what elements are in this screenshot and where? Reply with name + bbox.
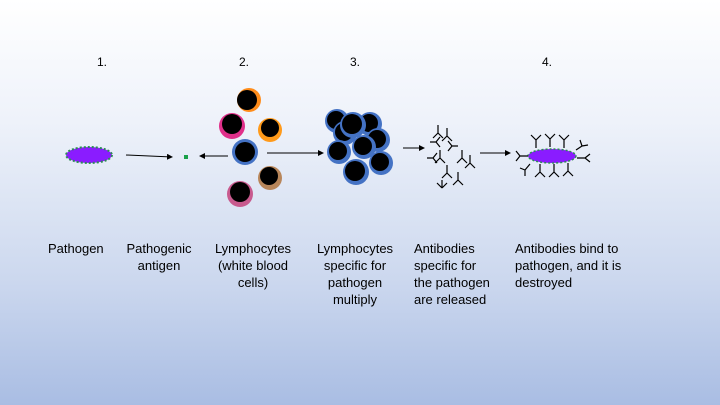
- step-3-number: 3.: [349, 55, 360, 69]
- caption-lymphocytes: Lymphocytes (white blood cells): [214, 241, 292, 290]
- lymphocyte-cell-pink: [227, 181, 253, 207]
- caption-multiply: Lymphocytes specific for pathogen multip…: [316, 241, 394, 307]
- pathogen-icon: [65, 146, 113, 164]
- antigen-icon: [184, 155, 188, 159]
- lymphocyte-cluster-multiplied: [325, 109, 393, 185]
- lymphocyte-cluster-varied: [219, 88, 282, 207]
- arrow-pathogen-to-antigen: [125, 153, 173, 160]
- bound-pathogen-icon: [515, 133, 591, 178]
- caption-antibodies: Antibodies specific for the pathogen are…: [414, 241, 490, 307]
- step-1-number: 1.: [96, 55, 107, 69]
- lymphocyte-cell-brown: [258, 166, 282, 190]
- caption-antigen: Pathogenic antigen: [126, 241, 192, 273]
- caption-pathogen: Pathogen: [48, 241, 104, 256]
- antibodies-group: [427, 125, 476, 189]
- lymphocyte-cell-orange-top: [237, 88, 261, 112]
- lymphocyte-cell-magenta: [219, 113, 245, 139]
- caption-destroyed: Antibodies bind to pathogen, and it is d…: [515, 241, 622, 290]
- step-2-number: 2.: [238, 55, 249, 69]
- lymphocyte-cell-blue: [232, 139, 258, 165]
- step-4-number: 4.: [541, 55, 552, 69]
- lymphocyte-cell-orange-right: [258, 118, 282, 142]
